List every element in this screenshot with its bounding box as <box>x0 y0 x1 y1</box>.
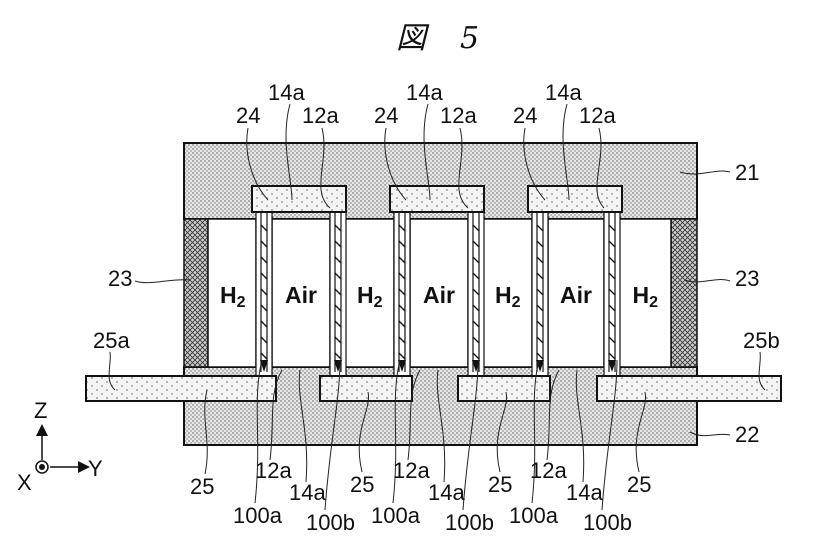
label-23-left: 23 <box>108 266 132 291</box>
leader-line <box>254 359 263 504</box>
leader-line <box>684 279 731 283</box>
label-100a: 100a <box>509 503 559 528</box>
label-12a: 12a <box>440 103 477 128</box>
membrane-electrode-assembly <box>603 209 621 377</box>
membrane-electrode-assembly <box>255 209 273 377</box>
label-12a: 12a <box>579 103 616 128</box>
leader-line <box>246 127 269 201</box>
label-14a: 14a <box>545 80 582 105</box>
label-25: 25 <box>190 474 214 499</box>
leader-line <box>496 391 508 473</box>
leader-line <box>635 391 647 473</box>
gas-label: H2 <box>633 282 659 311</box>
label-14a: 14a <box>566 480 603 505</box>
leader-line <box>324 359 341 511</box>
bus-bar-25-1 <box>319 375 413 402</box>
label-25: 25 <box>488 472 512 497</box>
label-14a: 14a <box>268 80 305 105</box>
gas-label: Air <box>285 282 317 308</box>
connector-24 <box>251 185 347 213</box>
leader-line <box>531 359 540 504</box>
leader-line <box>523 127 546 201</box>
label-14a: 14a <box>289 480 326 505</box>
side-wall-left-23 <box>183 218 209 368</box>
membrane-electrode-assembly <box>531 209 549 377</box>
membrane-electrode-assembly <box>467 209 485 377</box>
leader-line <box>546 369 560 461</box>
leader-line <box>436 369 446 483</box>
label-100a: 100a <box>233 503 283 528</box>
leader-line <box>462 359 479 511</box>
cell-channel <box>207 218 257 368</box>
leader-line <box>204 389 208 475</box>
label-24: 24 <box>374 103 398 128</box>
leader-line <box>423 103 431 201</box>
leader-line <box>601 359 618 511</box>
leader-line <box>392 359 401 504</box>
bus-bar-25b <box>596 375 782 402</box>
axis-z-label: Z <box>34 398 47 423</box>
label-12a: 12a <box>530 458 567 483</box>
label-25: 25 <box>627 472 651 497</box>
axis-y-label: Y <box>88 456 103 481</box>
label-14a: 14a <box>406 80 443 105</box>
label-25: 25 <box>350 472 374 497</box>
leader-line <box>758 351 766 391</box>
leader-line <box>575 369 585 483</box>
axis-x-label: X <box>17 470 32 495</box>
leader-line <box>108 351 116 391</box>
gas-label: H2 <box>220 282 246 311</box>
leader-line <box>269 369 283 461</box>
connector-24 <box>527 185 623 213</box>
label-21: 21 <box>735 160 759 185</box>
figure-number: 5 <box>460 21 479 56</box>
leader-line <box>134 279 191 284</box>
label-12a: 12a <box>302 103 339 128</box>
leader-line <box>285 103 293 201</box>
leader-line <box>298 369 308 483</box>
cell-channel <box>343 218 395 368</box>
label-100a: 100a <box>371 503 421 528</box>
label-23-right: 23 <box>735 266 759 291</box>
side-wall-right-23 <box>670 218 698 368</box>
top-labels: 24 14a 12a 24 14a 12a 24 14a 12a <box>236 80 616 128</box>
membrane-electrode-assembly <box>329 209 347 377</box>
label-25a: 25a <box>93 328 130 353</box>
bus-bar-25a <box>85 375 277 402</box>
leader-line <box>358 391 370 473</box>
leader-lines <box>108 103 766 511</box>
cell-channel <box>481 218 533 368</box>
figure-symbol: 図 <box>396 21 430 56</box>
leader-line <box>679 170 731 175</box>
leader-line <box>596 127 605 209</box>
label-14a: 14a <box>428 480 465 505</box>
label-12a: 12a <box>255 458 292 483</box>
label-22: 22 <box>735 422 759 447</box>
x-axis-dot <box>39 464 45 470</box>
leader-line <box>689 431 731 437</box>
membrane-electrode-assembly <box>393 209 411 377</box>
label-25b: 25b <box>743 328 780 353</box>
top-connectors <box>251 185 623 213</box>
label-24: 24 <box>236 103 260 128</box>
label-100b: 100b <box>445 510 494 535</box>
axis-indicator: Z Y X <box>17 398 103 495</box>
label-24: 24 <box>513 103 537 128</box>
gas-label: Air <box>423 282 455 308</box>
leader-line <box>320 127 331 209</box>
leader-line <box>562 103 570 201</box>
label-100b: 100b <box>306 510 355 535</box>
label-100b: 100b <box>583 510 632 535</box>
label-12a: 12a <box>393 458 430 483</box>
leader-line <box>407 369 421 461</box>
leader-line <box>384 127 407 201</box>
connector-24 <box>389 185 485 213</box>
leader-line <box>458 127 469 209</box>
cell-channels <box>207 209 672 377</box>
bottom-labels: 12a 14a 100a 100b 25 12a 14a 100a 100b 2… <box>233 458 651 535</box>
gas-label: Air <box>560 282 592 308</box>
bus-bar-25-2 <box>457 375 551 402</box>
